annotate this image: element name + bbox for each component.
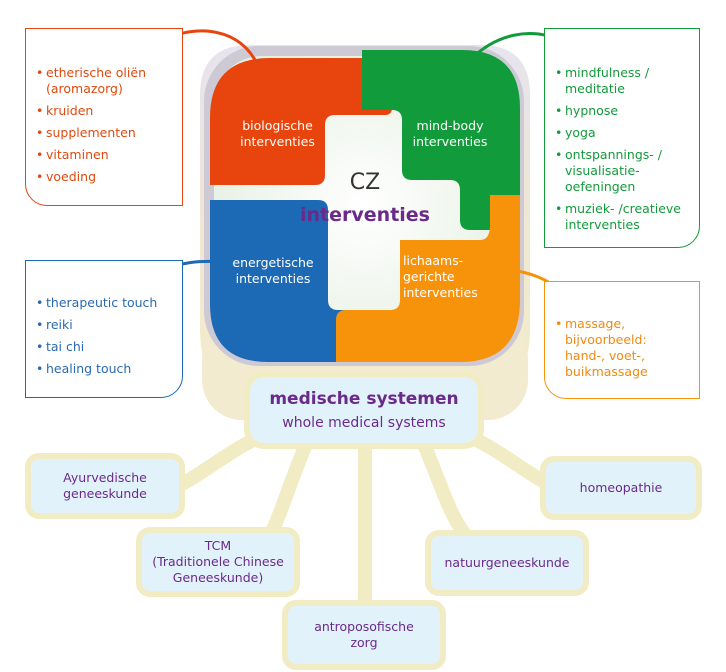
item-text: supplementen [46,125,136,140]
quadrant-body [336,195,520,362]
item-text: tai chi [46,339,85,354]
label-line: biologische [242,118,313,133]
item-text: therapeutic touch [46,295,158,310]
medical-systems-subtitle: whole medical systems [282,414,446,431]
label-line: mind-body [416,118,484,133]
list-item: hypnose [553,103,695,119]
item-text: voeding [46,169,96,184]
list-item: etherische oliën(aromazorg) [34,65,176,97]
medical-systems-title: medische systemen [269,388,459,409]
item-text: oefeningen [565,179,636,194]
quadrant-label-mind-body: mind-body interventies [395,118,505,150]
item-text: hand-, voet-, [565,348,646,363]
item-text: hypnose [565,103,619,118]
system-homeopathy: homeopathie [540,456,702,520]
item-text: healing touch [46,361,132,376]
medical-systems-node: medische systemen whole medical systems [244,371,484,449]
item-text: buikmassage [565,364,648,379]
item-text: mindfulness / [565,65,650,80]
quadrant-mind-body [362,50,520,230]
quadrant-label-body: lichaams- gerichte interventies [403,253,503,301]
quadrant-label-biological: biologische interventies [225,118,330,150]
system-text: (Traditionele Chinese [152,554,284,569]
list-item: mindfulness /meditatie [553,65,695,97]
item-text: (aromazorg) [46,81,123,96]
body-interventions-box: massage,bijvoorbeeld:hand-, voet-,buikma… [544,281,700,399]
energetic-interventions-box: therapeutic touch reiki tai chi healing … [25,260,183,398]
list-item: vitaminen [34,147,176,163]
system-text: geneeskunde [63,486,147,501]
item-text: meditatie [565,81,625,96]
label-line: energetische [232,255,314,270]
list-item: healing touch [34,361,176,377]
label-line: interventies [403,285,478,300]
center-title: CZ [349,170,381,195]
item-text: massage, [565,316,626,331]
system-text: natuurgeneeskunde [444,555,570,570]
item-text: reiki [46,317,73,332]
system-ayurveda: Ayurvedische geneeskunde [25,453,185,519]
list-item: yoga [553,125,695,141]
list-item: tai chi [34,339,176,355]
label-line: gerichte [403,269,455,284]
list-item: supplementen [34,125,176,141]
system-naturopathy: natuurgeneeskunde [425,530,589,596]
system-anthroposophic: antroposofische zorg [282,600,446,670]
item-text: visualisatie- [565,163,640,178]
item-text: bijvoorbeeld: [565,332,647,347]
list-item: ontspannings- /visualisatie-oefeningen [553,147,695,195]
item-text: yoga [565,125,596,140]
system-text: antroposofische [314,619,414,634]
item-text: interventies [565,217,640,232]
system-tcm: TCM (Traditionele Chinese Geneeskunde) [136,527,300,597]
item-text: muziek- /creatieve [565,201,681,216]
center-subtitle: interventies [300,204,430,226]
list-item: voeding [34,169,176,185]
system-text: Geneeskunde) [172,570,264,585]
list-item: therapeutic touch [34,295,176,311]
label-line: interventies [412,134,488,149]
label-line: interventies [235,271,311,286]
list-item: kruiden [34,103,176,119]
item-text: vitaminen [46,147,109,162]
item-text: etherische oliën [46,65,146,80]
quadrant-energetic [210,200,372,362]
quadrant-label-energetic: energetische interventies [218,255,328,287]
item-text: ontspannings- / [565,147,662,162]
list-item: massage,bijvoorbeeld:hand-, voet-,buikma… [553,316,695,380]
system-text: Ayurvedische [63,470,147,485]
mind-body-interventions-box: mindfulness /meditatie hypnose yoga onts… [544,28,700,248]
item-text: kruiden [46,103,94,118]
quadrant-biological [210,58,392,185]
list-item: reiki [34,317,176,333]
system-text: TCM [204,538,232,553]
label-line: lichaams- [403,253,464,268]
biological-interventions-box: etherische oliën(aromazorg) kruiden supp… [25,28,183,206]
system-text: zorg [350,635,378,650]
system-text: homeopathie [579,480,663,495]
label-line: interventies [240,134,315,149]
